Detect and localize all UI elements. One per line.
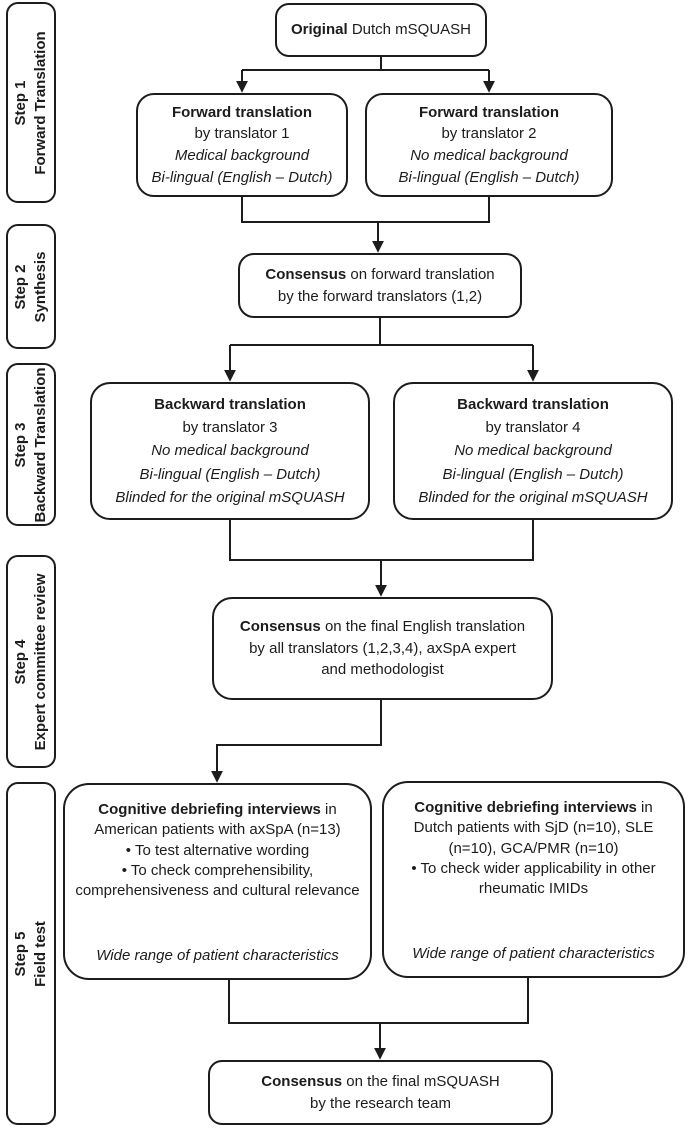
node-line: Bi-lingual (English – Dutch) [139,465,321,483]
node-forward-translation-2: Forward translation by translator 2 No m… [365,93,613,197]
node-line: by translator 1 [194,125,290,143]
node-title: Forward translation [418,103,560,121]
node-line: by translator 4 [485,419,581,437]
node-line: No medical background [151,442,309,460]
node-forward-translation-1: Forward translation by translator 1 Medi… [136,93,348,197]
node-title: Backward translation [154,395,306,413]
node-line: by translator 2 [441,125,537,143]
node-line: Consensus on the final English translati… [239,617,526,635]
sidebar-step-4-text: Step 4 Expert committee review [11,573,52,750]
connector-field-join [228,978,529,1024]
node-line: Blinded for the original mSQUASH [418,488,648,506]
step-number: Step 1 [11,79,29,126]
node-line: by the research team [310,1094,451,1112]
node-bullet: To check comprehensibility, comprehensiv… [75,861,360,902]
step-label: Field test [32,920,49,987]
step-number: Step 3 [11,422,29,468]
sidebar-step-1-text: Step 1 Forward Translation [11,31,52,174]
connector-arrow-field1 [211,700,382,783]
node-note: Wide range of patient characteristics [96,946,339,964]
node-consensus-final-english: Consensus on the final English translati… [212,597,553,700]
node-bullet: To check wider applicability in other rh… [394,859,673,900]
node-line: Bi-lingual (English – Dutch) [442,465,624,483]
node-cognitive-debriefing-dutch: Cognitive debriefing interviews in Dutch… [382,781,685,978]
sidebar-step-3: Step 3 Backward Translation [6,363,56,526]
connector-forward-join [241,197,490,223]
node-line: No medical background [454,442,612,460]
sidebar-step-1: Step 1 Forward Translation [6,2,56,203]
sidebar-step-2: Step 2 Synthesis [6,224,56,349]
step-number: Step 2 [11,264,29,310]
node-backward-translation-4: Backward translation by translator 4 No … [393,382,673,520]
node-line: No medical background [410,147,568,164]
node-intro: Cognitive debriefing interviews in Ameri… [94,801,341,839]
node-note: Wide range of patient characteristics [412,944,655,962]
node-line: by all translators (1,2,3,4), axSpA expe… [249,639,516,657]
sidebar-step-5-text: Step 5 Field test [11,921,52,987]
sidebar-step-3-text: Step 3 Backward Translation [11,367,52,522]
node-line: Consensus on forward translation [265,265,495,283]
node-consensus-final-msquash: Consensus on the final mSQUASH by the re… [208,1060,553,1125]
node-line: Blinded for the original mSQUASH [115,488,345,506]
node-title: Backward translation [457,395,609,413]
step-label: Backward Translation [32,366,49,523]
step-number: Step 4 [11,639,29,685]
node-line: Bi-lingual (English – Dutch) [151,168,333,186]
node-original-dutch-msquash: Original Dutch mSQUASH [275,3,487,57]
node-cognitive-debriefing-american: Cognitive debriefing interviews in Ameri… [63,783,372,980]
sidebar-step-2-text: Step 2 Synthesis [11,251,52,322]
sidebar-step-5: Step 5 Field test [6,782,56,1125]
connector-backward-join [229,520,534,561]
node-line: Consensus on the final mSQUASH [261,1072,500,1090]
node-intro: Cognitive debriefing interviews in Dutch… [413,799,654,857]
node-title: Forward translation [171,103,313,121]
step-label: Forward Translation [32,30,49,175]
step-label: Synthesis [32,251,49,322]
node-consensus-forward-translation: Consensus on forward translation by the … [238,253,522,318]
node-line: Bi-lingual (English – Dutch) [398,168,580,186]
node-line: Medical background [174,147,310,164]
sidebar-step-4: Step 4 Expert committee review [6,555,56,768]
node-line: by translator 3 [182,419,278,437]
step-label: Expert committee review [32,573,49,750]
node-bullet: To test alternative wording [126,841,309,861]
node-line: and methodologist [321,661,444,679]
node-line: by the forward translators (1,2) [277,287,483,305]
node-backward-translation-3: Backward translation by translator 3 No … [90,382,370,520]
step-number: Step 5 [11,930,29,977]
node-text: Original Dutch mSQUASH [290,21,472,39]
